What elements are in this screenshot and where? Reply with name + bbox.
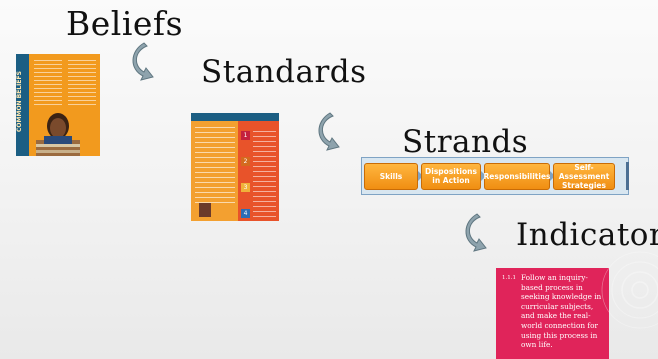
standard-number: 1: [241, 131, 250, 140]
heading-standards: Standards: [201, 54, 367, 90]
curved-arrow-icon: [127, 42, 169, 84]
beliefs-document-thumbnail: COMMON BELIEFS: [16, 54, 100, 156]
text-column: [195, 127, 235, 203]
standard-number: 3: [241, 183, 250, 192]
curved-arrow-icon: [313, 112, 355, 154]
heading-beliefs: Beliefs: [66, 4, 184, 43]
standards-panel: 1 2 3 4: [238, 121, 279, 221]
strand-responsibilities: Responsibilities: [484, 162, 551, 190]
strand-dispositions: Dispositions in Action: [421, 162, 481, 190]
beliefs-sidebar-text: COMMON BELIEFS: [16, 54, 29, 156]
header-band: [191, 113, 279, 121]
standards-document-thumbnail: 1 2 3 4: [191, 113, 279, 221]
strand-skills: Skills: [364, 162, 418, 190]
heading-strands: Strands: [402, 124, 529, 160]
decorative-swirl: [601, 251, 658, 329]
strands-bar: Skills Dispositions in Action Responsibi…: [361, 157, 629, 195]
indicator-card: 1.1.1 Follow an inquiry-based process in…: [496, 268, 609, 359]
student-photo: [36, 106, 80, 156]
standard-number: 2: [241, 157, 250, 166]
strand-self-assessment: Self-Assessment Strategies: [553, 162, 615, 190]
indicator-text: Follow an inquiry-based process in seeki…: [521, 273, 602, 350]
standard-number: 4: [241, 209, 250, 218]
photo: [199, 203, 211, 217]
text-column: [68, 60, 96, 106]
heading-indicators: Indicators: [516, 217, 658, 253]
text-column: [34, 60, 62, 106]
indicator-code: 1.1.1: [502, 275, 516, 281]
curved-arrow-icon: [460, 213, 502, 255]
